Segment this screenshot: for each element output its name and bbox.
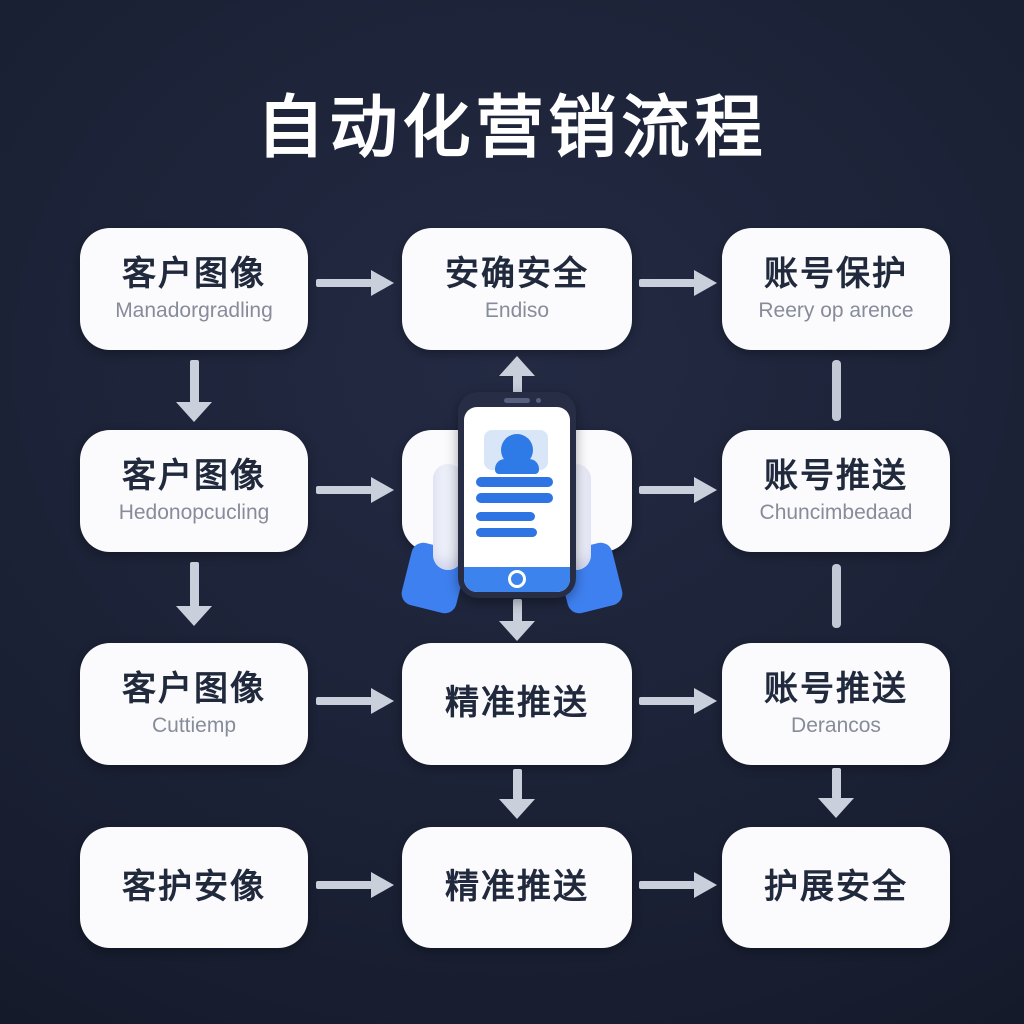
box-heading: 客户图像 <box>122 457 266 496</box>
text-line-placeholder <box>476 528 537 537</box>
flow-box-r1c2: 安确安全 Endiso <box>402 228 632 350</box>
box-subtitle: Endiso <box>484 298 550 322</box>
arrow-down-icon <box>176 360 212 422</box>
flow-box-r4c3: 护展安全 <box>722 827 950 948</box>
connector-line <box>832 564 841 628</box>
phone-illustration <box>458 392 576 598</box>
connector-line <box>832 360 841 421</box>
box-subtitle: Derancos <box>791 713 881 737</box>
box-heading: 账号保护 <box>764 255 908 294</box>
arrow-down-icon <box>176 562 212 626</box>
box-heading: 安确安全 <box>445 255 589 294</box>
box-heading: 账号推送 <box>764 670 908 709</box>
text-line-placeholder <box>476 493 553 503</box>
text-line-placeholder <box>476 477 553 487</box>
flow-box-r2c3: 账号推送 Chuncimbedaad <box>722 430 950 552</box>
phone-bottom-bar <box>464 567 570 592</box>
flow-box-r4c2: 精准推送 <box>402 827 632 948</box>
avatar-shoulders <box>495 459 539 474</box>
flow-box-r2c1: 客户图像 Hedonopcucling <box>80 430 308 552</box>
arrow-right-icon <box>316 477 394 503</box>
box-subtitle: Manadorgradling <box>115 298 273 322</box>
box-heading: 账号推送 <box>764 457 908 496</box>
box-heading: 精准推送 <box>445 684 589 723</box>
phone-screen <box>464 407 570 592</box>
flow-box-r4c1: 客护安像 <box>80 827 308 948</box>
phone-speaker-icon <box>504 398 530 403</box>
flow-box-r1c1: 客户图像 Manadorgradling <box>80 228 308 350</box>
phone-camera-icon <box>536 398 541 403</box>
box-subtitle: Hedonopcucling <box>118 500 270 524</box>
arrow-down-icon <box>499 769 535 819</box>
flow-box-r1c3: 账号保护 Reery op arence <box>722 228 950 350</box>
box-heading: 客户图像 <box>122 670 266 709</box>
arrow-right-icon <box>639 270 717 296</box>
arrow-right-icon <box>639 872 717 898</box>
arrow-right-icon <box>316 270 394 296</box>
text-line-placeholder <box>476 512 535 521</box>
page-title: 自动化营销流程 <box>256 90 768 166</box>
home-button-icon <box>508 570 526 588</box>
flow-box-r3c2: 精准推送 <box>402 643 632 765</box>
flow-box-r3c1: 客户图像 Cuttiemp <box>80 643 308 765</box>
flow-box-r3c3: 账号推送 Derancos <box>722 643 950 765</box>
box-subtitle: Cuttiemp <box>151 713 237 737</box>
box-heading: 精准推送 <box>445 867 589 906</box>
arrow-down-icon <box>818 768 854 818</box>
arrow-right-icon <box>316 872 394 898</box>
arrow-up-icon <box>499 356 535 394</box>
arrow-right-icon <box>639 477 717 503</box>
arrow-right-icon <box>639 688 717 714</box>
box-heading: 客户图像 <box>122 255 266 294</box>
arrow-right-icon <box>316 688 394 714</box>
box-heading: 护展安全 <box>764 867 908 906</box>
box-subtitle: Chuncimbedaad <box>759 500 913 524</box>
box-subtitle: Reery op arence <box>758 298 914 322</box>
box-heading: 客护安像 <box>122 867 266 906</box>
arrow-down-icon <box>499 599 535 641</box>
